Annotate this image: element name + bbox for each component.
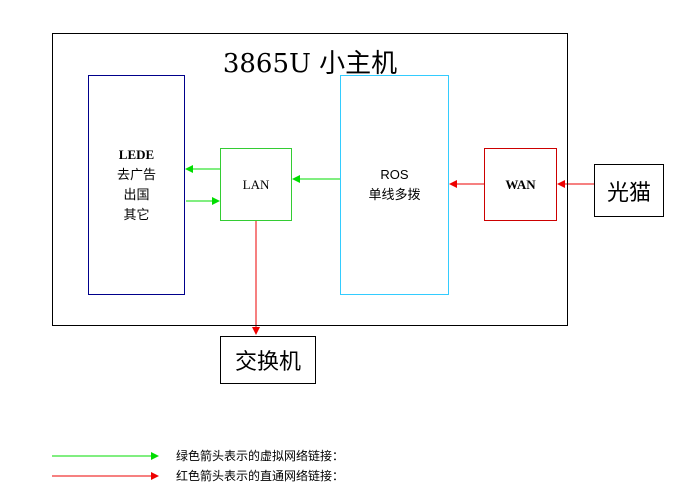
lede-line-abroad: 出国 xyxy=(123,187,150,202)
optical-modem-box: 光猫 xyxy=(594,164,664,217)
legend-red-text: 红色箭头表示的直通网络链接： xyxy=(176,469,345,483)
ros-subtitle: 单线多拨 xyxy=(368,187,421,202)
lede-line-other: 其它 xyxy=(123,207,150,222)
main-host-box xyxy=(52,33,568,326)
switch-box: 交换机 xyxy=(220,336,316,384)
wan-label: WAN xyxy=(505,176,536,192)
main-host-title: 3865U 小主机 xyxy=(222,49,398,79)
wan-box: WAN xyxy=(484,148,557,221)
legend-green-text: 绿色箭头表示的虚拟网络链接： xyxy=(176,449,345,463)
ros-title: ROS xyxy=(380,167,409,182)
lede-box: LEDE 去广告 出国 其它 xyxy=(88,75,185,295)
lan-label: LAN xyxy=(242,176,270,192)
lede-line-adblock: 去广告 xyxy=(116,167,156,182)
ros-box: ROS 单线多拨 xyxy=(340,75,449,295)
optical-modem-label: 光猫 xyxy=(606,180,651,206)
switch-label: 交换机 xyxy=(234,350,301,375)
lede-title: LEDE xyxy=(118,147,155,162)
lan-box: LAN xyxy=(220,148,292,221)
